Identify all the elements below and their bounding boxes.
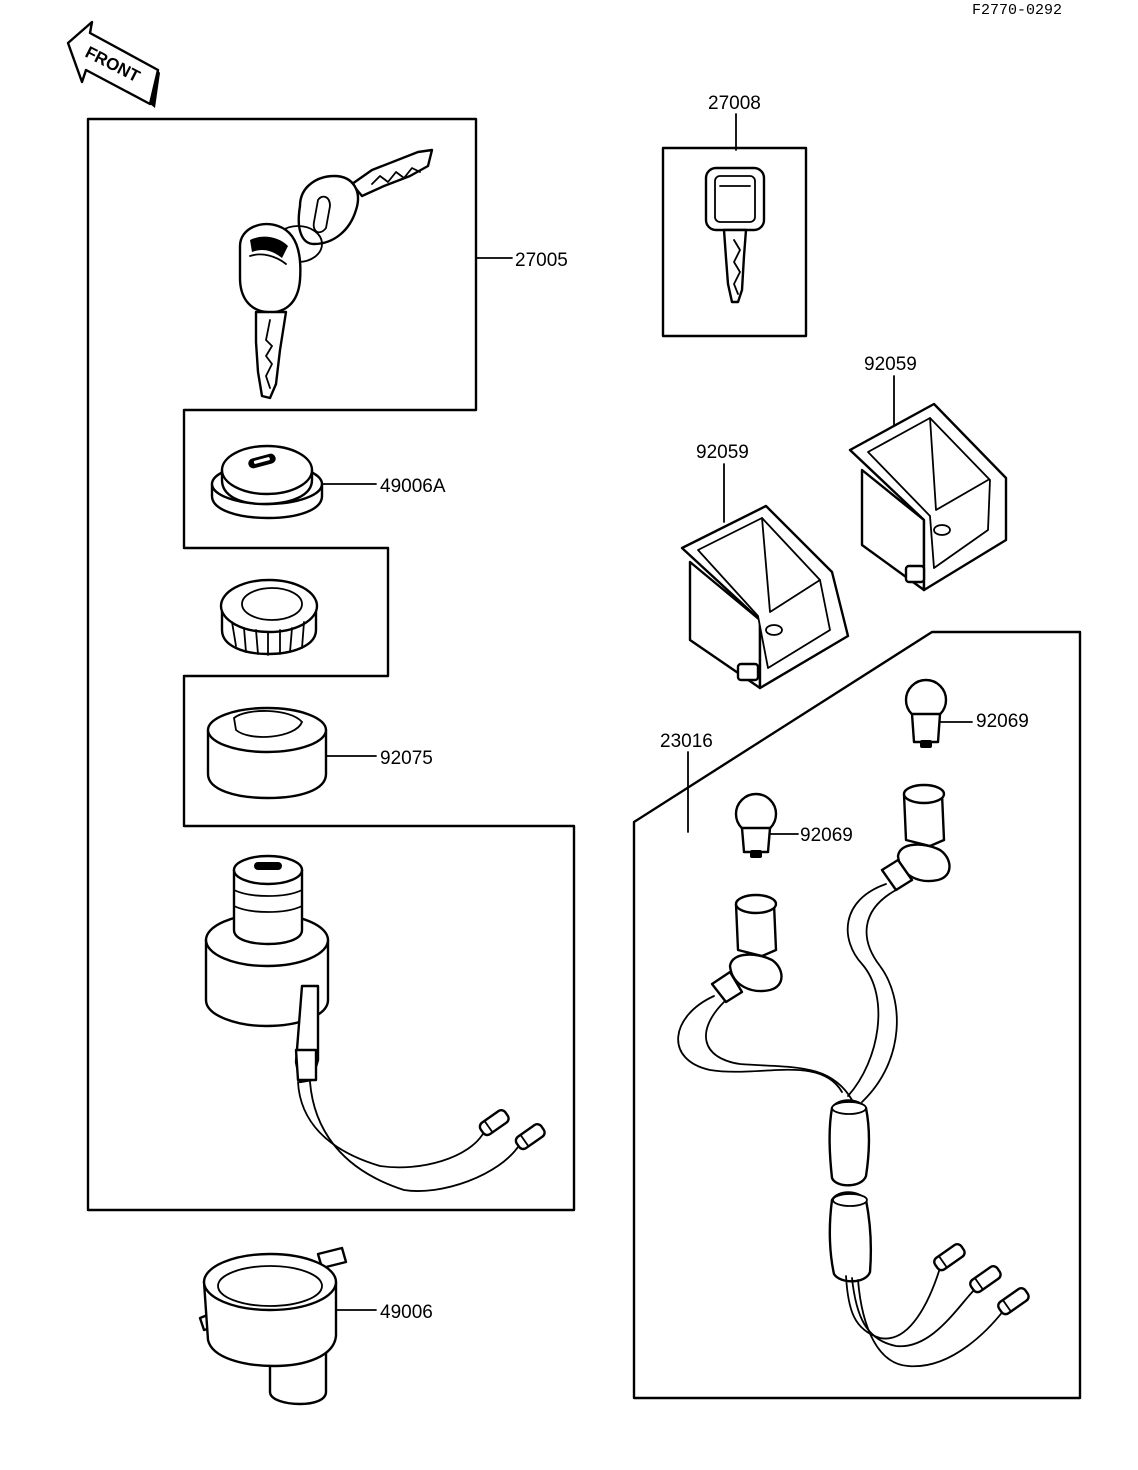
ignition-switch-icon	[204, 854, 546, 1192]
harness-assembly-outline	[632, 630, 1082, 1400]
ring-seal-icon	[206, 706, 377, 800]
label-bulb-upper: 92069	[976, 711, 1029, 732]
front-arrow-icon: FRONT	[66, 20, 160, 108]
blank-key-icon	[704, 166, 766, 304]
label-bulb-lower: 92069	[800, 825, 853, 846]
lock-cap-icon	[210, 444, 377, 520]
label-lock-cap: 49006A	[380, 476, 446, 497]
label-key-set: 27005	[515, 250, 568, 271]
bulb-lower-icon	[734, 792, 799, 858]
bulb-upper-icon	[904, 678, 973, 748]
label-lamp-socket-left: 92059	[696, 442, 749, 463]
key-set-icon	[238, 148, 513, 400]
wiring-harness-icon	[677, 783, 1030, 1367]
label-cover: 49006	[380, 1302, 433, 1323]
ring-nut-icon	[219, 578, 319, 656]
document-code: F2770-0292	[972, 2, 1062, 19]
label-harness: 23016	[660, 731, 713, 752]
cover-icon	[198, 1246, 377, 1406]
label-blank-key: 27008	[708, 93, 761, 114]
lamp-socket-left-icon	[680, 504, 850, 690]
lamp-socket-right-icon	[848, 402, 1008, 592]
blank-key-box	[661, 146, 808, 338]
label-ring-seal: 92075	[380, 748, 433, 769]
ignition-assembly-outline	[86, 117, 576, 1212]
label-lamp-socket-right: 92059	[864, 354, 917, 375]
